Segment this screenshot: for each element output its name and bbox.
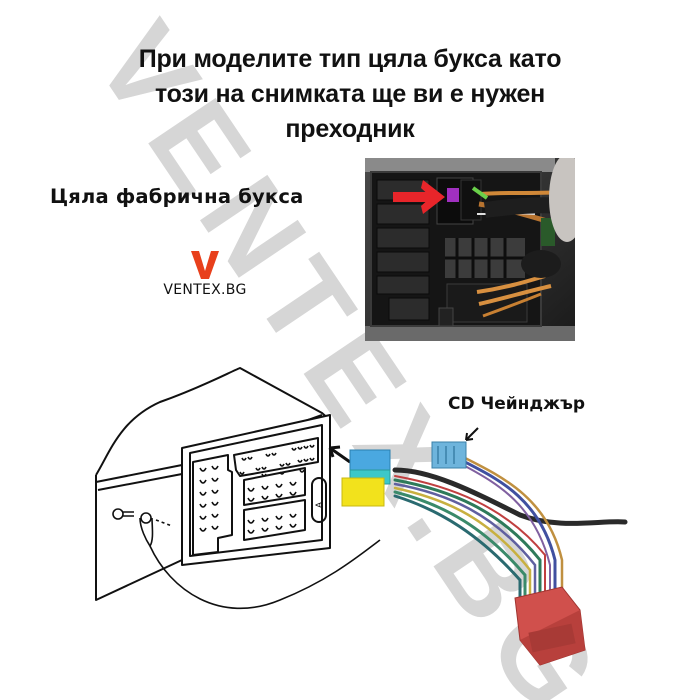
factory-socket-label: Цяла фабрична букса: [50, 185, 304, 208]
headline: При моделите тип цяла букса като този на…: [60, 42, 640, 147]
logo-text: VENTEX.BG: [163, 282, 247, 298]
slot-letter: A: [314, 502, 324, 508]
headline-line-3: преходник: [285, 115, 415, 143]
radio-adapter-diagram: A: [95, 367, 628, 666]
red-arrow-icon: [393, 180, 445, 214]
headline-line-1: При моделите тип цяла букса като: [138, 45, 562, 73]
cd-changer-label: CD Чейнджър: [448, 394, 586, 414]
cd-changer-connector: [431, 441, 467, 469]
red-iso-connector: [514, 586, 586, 666]
adapter-wires: [392, 456, 628, 602]
headline-line-2: този на снимката ще ви е нужен: [154, 80, 546, 108]
factory-socket-photo: [365, 158, 575, 341]
ventex-logo: VENTEX.BG: [150, 250, 260, 298]
socket-pins: [199, 444, 315, 534]
pointer-arrow-icon: [328, 445, 351, 464]
logo-v-icon: [191, 251, 219, 279]
yellow-mini-iso-connector: [341, 477, 385, 507]
ground-screw: [112, 508, 381, 610]
socket-photo-illustration: [365, 158, 575, 341]
cd-changer-arrow-icon: [465, 427, 479, 441]
